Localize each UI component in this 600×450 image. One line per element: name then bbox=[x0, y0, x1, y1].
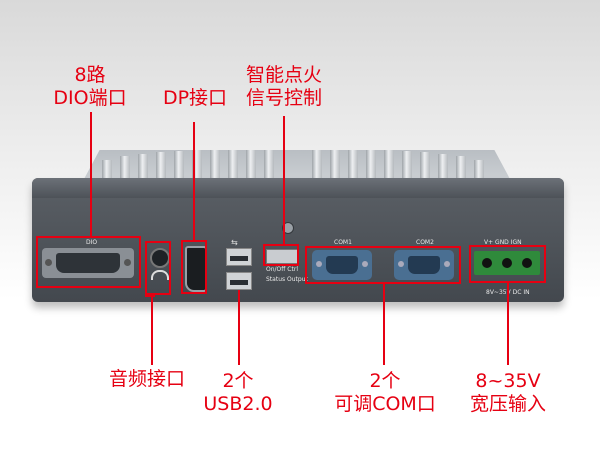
usb-callout-line2: USB2.0 bbox=[203, 393, 273, 415]
dio-highlight-box bbox=[36, 236, 141, 288]
dio-connector bbox=[42, 248, 134, 278]
usb-icon: ⇆ bbox=[231, 238, 238, 247]
ignition-callout-line2: 信号控制 bbox=[245, 87, 322, 109]
com-callout: 2个 可调COM口 bbox=[320, 370, 450, 416]
power-callout: 8~35V 宽压输入 bbox=[468, 370, 548, 416]
usb-callout-line1: 2个 bbox=[222, 370, 254, 392]
power-leader-line bbox=[507, 283, 509, 365]
dp-callout: DP接口 bbox=[155, 87, 235, 110]
com2-label: COM2 bbox=[416, 239, 434, 246]
power-highlight-box bbox=[469, 245, 546, 283]
ignition-highlight-box bbox=[263, 244, 299, 266]
dio-callout-line1: 8路 bbox=[74, 64, 106, 86]
dio-port-label: DIO bbox=[86, 239, 98, 246]
screw bbox=[282, 222, 294, 234]
audio-callout-line1: 音频接口 bbox=[108, 368, 185, 390]
status-output-label: Status Output bbox=[266, 276, 308, 283]
dio-leader-line bbox=[90, 112, 92, 236]
com-callout-line1: 2个 bbox=[369, 370, 401, 392]
ignition-callout: 智能点火 信号控制 bbox=[238, 64, 330, 110]
power-terminal bbox=[474, 251, 540, 275]
ignition-callout-line1: 智能点火 bbox=[245, 64, 322, 86]
audio-callout: 音频接口 bbox=[92, 368, 202, 391]
dp-leader-line bbox=[193, 122, 195, 240]
dp-highlight-box bbox=[181, 240, 207, 294]
usb-port-1 bbox=[226, 248, 252, 266]
headphone-icon bbox=[151, 270, 169, 280]
audio-leader-line-v bbox=[151, 295, 153, 365]
audio-leader-line-h bbox=[145, 295, 155, 297]
dio-callout: 8路 DIO端口 bbox=[45, 64, 135, 110]
power-callout-line1: 8~35V bbox=[475, 370, 541, 392]
dp-callout-line1: DP接口 bbox=[162, 87, 228, 109]
audio-highlight-box bbox=[145, 241, 171, 295]
com2-connector bbox=[394, 250, 454, 280]
com1-connector bbox=[312, 250, 372, 280]
usb-port-2 bbox=[226, 272, 252, 290]
com1-label: COM1 bbox=[334, 239, 352, 246]
power-callout-line2: 宽压输入 bbox=[469, 393, 546, 415]
com-callout-line2: 可调COM口 bbox=[334, 393, 436, 415]
power-top-label: V+ GND IGN bbox=[484, 239, 522, 246]
com-leader-line bbox=[383, 284, 385, 365]
usb-callout: 2个 USB2.0 bbox=[198, 370, 278, 416]
onoff-ctrl-label: On/Off Ctrl bbox=[266, 266, 298, 273]
dio-callout-line2: DIO端口 bbox=[53, 87, 127, 109]
com-highlight-box bbox=[305, 246, 461, 284]
usb-leader-line bbox=[238, 290, 240, 365]
ignition-leader-line bbox=[283, 116, 285, 244]
